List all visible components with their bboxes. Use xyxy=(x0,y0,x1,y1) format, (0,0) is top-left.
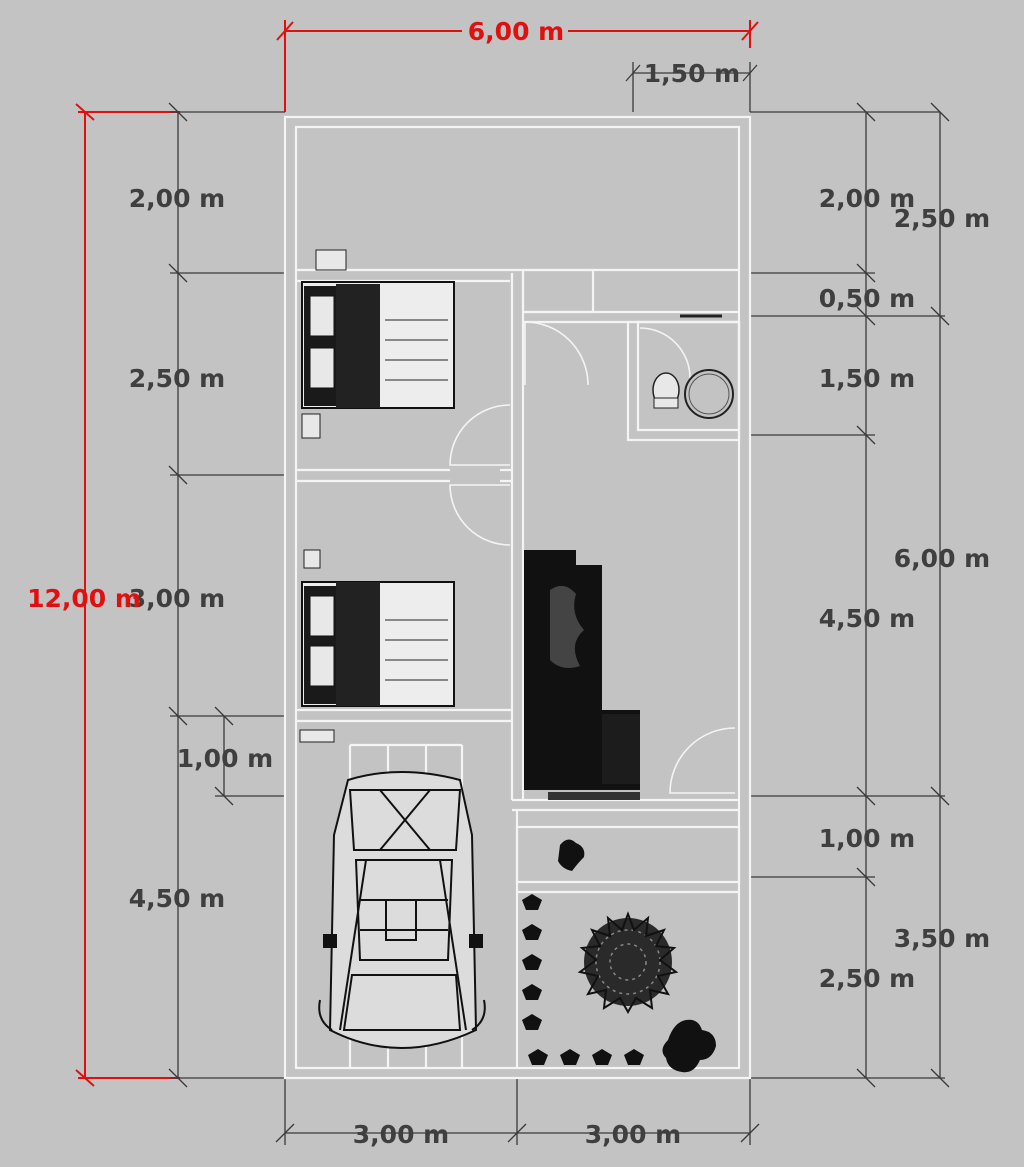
dimension-label-right-outer: 3,50 m xyxy=(894,924,990,953)
dimension-label-right: 1,50 m xyxy=(819,364,915,393)
dimension-label-right-outer: 6,00 m xyxy=(894,544,990,573)
dimension-lines xyxy=(75,20,950,1145)
plant-icon xyxy=(558,839,585,871)
door-swing-icon xyxy=(449,314,736,794)
dimension-label-left: 1,00 m xyxy=(177,744,273,773)
dimension-label-left: 3,00 m xyxy=(129,584,225,613)
sofa-icon xyxy=(524,550,640,800)
dimension-label-left: 2,00 m xyxy=(129,184,225,213)
dimension-label-right: 2,50 m xyxy=(819,964,915,993)
bed-icon xyxy=(301,249,455,439)
dimension-label-right: 1,00 m xyxy=(819,824,915,853)
dimension-label-left-height: 12,00 m xyxy=(27,584,141,613)
bed-icon xyxy=(299,549,455,743)
dimension-label-right-outer: 2,50 m xyxy=(894,204,990,233)
dimension-label-right: 0,50 m xyxy=(819,284,915,313)
plant-icon xyxy=(522,894,644,1065)
dimension-label-left: 2,50 m xyxy=(129,364,225,393)
car-icon xyxy=(318,771,486,1049)
dimension-label-bottom: 3,00 m xyxy=(585,1120,681,1149)
dimension-label-top-small: 1,50 m xyxy=(644,59,740,88)
dimension-label-right: 4,50 m xyxy=(819,604,915,633)
shower-icon xyxy=(684,369,734,419)
dimension-label-left: 4,50 m xyxy=(129,884,225,913)
toilet-icon xyxy=(652,372,680,409)
plant-icon xyxy=(662,1019,716,1073)
dimension-label-bottom: 3,00 m xyxy=(353,1120,449,1149)
dimension-labels: 6,00 m 1,50 m 2,00 m 2,50 m 3,00 m 1,00 … xyxy=(27,16,990,1149)
dimension-label-top-width: 6,00 m xyxy=(468,17,564,46)
dimension-label-right: 2,00 m xyxy=(819,184,915,213)
tree-icon xyxy=(577,911,679,1015)
